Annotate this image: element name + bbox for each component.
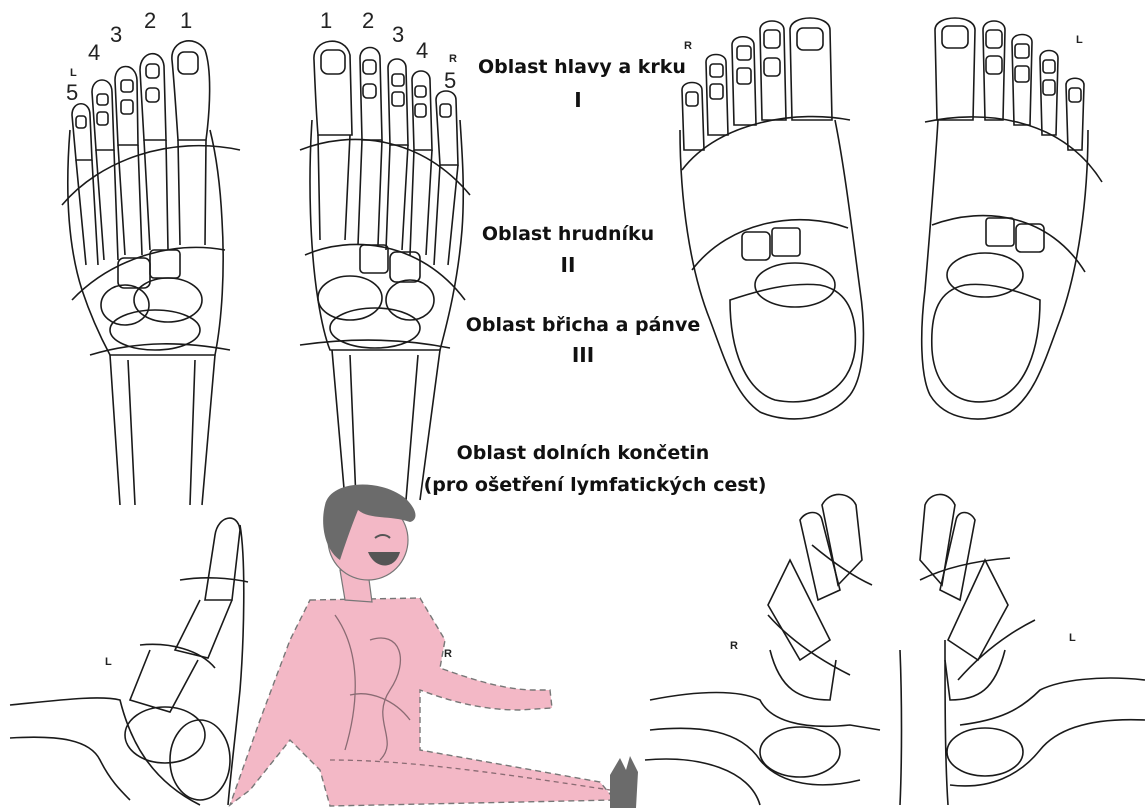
toe-number-2-left: 2 (144, 8, 156, 34)
title-side-marker: R (684, 40, 692, 52)
toe-number-5-left: 5 (66, 80, 78, 106)
figure-marker: R (444, 648, 452, 660)
toe-number-5-right: 5 (444, 68, 456, 94)
toe-number-3-left: 3 (110, 22, 122, 48)
region-1-numeral: I (548, 88, 608, 112)
region-2-numeral: II (538, 253, 598, 277)
toe-number-2-right: 2 (362, 8, 374, 34)
region-3-numeral: III (553, 343, 613, 367)
toe-number-4-right: 4 (416, 38, 428, 64)
toe-number-1-left: 1 (180, 8, 192, 34)
toe-number-3-right: 3 (392, 22, 404, 48)
left-sole-marker: L (1076, 34, 1083, 46)
toe-number-1-right: 1 (320, 8, 332, 34)
medial-left-marker: L (1069, 632, 1076, 644)
region-4-label: Oblast dolních končetin (448, 442, 718, 464)
right-foot-marker: R (449, 53, 457, 65)
lateral-left-marker: L (105, 656, 112, 668)
region-2-label: Oblast hrudníku (468, 223, 668, 245)
region-4-subtitle: (pro ošetření lymfatických cest) (405, 474, 785, 496)
left-foot-marker: L (70, 67, 77, 79)
region-1-label: Oblast hlavy a krku (478, 56, 678, 78)
region-3-label: Oblast břicha a pánve (458, 314, 708, 336)
toe-number-4-left: 4 (88, 40, 100, 66)
medial-right-marker: R (730, 640, 738, 652)
